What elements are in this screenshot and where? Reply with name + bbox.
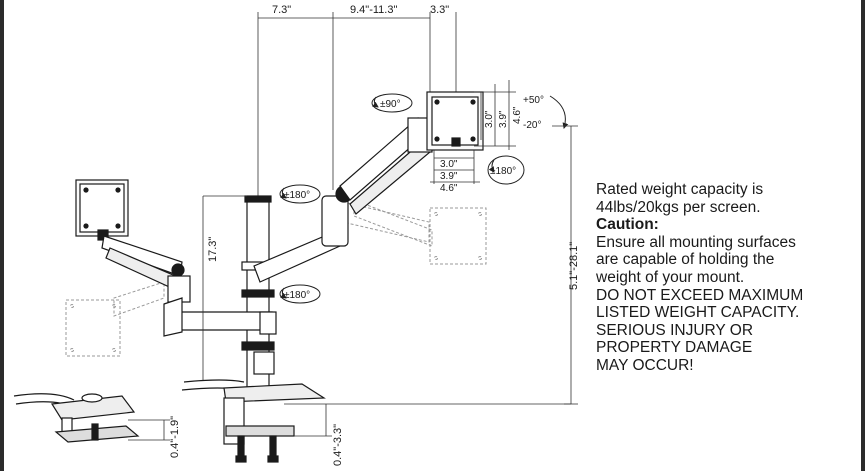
dim-pole-height: 17.3" (207, 237, 219, 262)
dim-vesa-h-b: 3.9" (440, 171, 458, 182)
svg-text:±90°: ±90° (380, 99, 401, 110)
tilt-arrow-icon (549, 95, 569, 129)
svg-text:±180°: ±180° (284, 190, 310, 201)
caution-line: PROPERTY DAMAGE (596, 339, 753, 357)
monitor-arm-diagram: 7.3" 9.4"-11.3" 3.3" (13, 4, 580, 466)
lower-arm (163, 297, 277, 337)
dim-vesa-h-a: 3.0" (440, 159, 458, 170)
rotation-callout-base: ±180° (279, 284, 321, 304)
rotation-callout-arm: ±180° (279, 184, 321, 204)
dim-top-left: 7.3" (272, 4, 291, 16)
diagram-canvas: 7.3" 9.4"-11.3" 3.3" (4, 0, 861, 471)
center-pole (241, 195, 275, 393)
left-monitor-arm (75, 179, 191, 303)
dim-clamp-small: 0.4"-1.9" (169, 416, 181, 458)
caution-line: LISTED WEIGHT CAPACITY. (596, 304, 800, 322)
caution-line: Ensure all mounting surfaces (596, 233, 796, 251)
caution-text-block: Rated weight capacity is 44lbs/20kgs per… (596, 181, 858, 375)
small-clamp (13, 393, 140, 443)
caution-line: 44lbs/20kgs per screen. (596, 198, 761, 216)
right-monitor-plate (426, 91, 484, 151)
main-clamp (181, 379, 326, 463)
rotate-arrow-icon (488, 159, 495, 173)
rotation-callout-right: ±180° (487, 155, 525, 185)
dim-vesa-v-a: 3.0" (484, 110, 495, 128)
dim-clamp-large: 0.4"-3.3" (332, 424, 344, 466)
svg-text:±180°: ±180° (284, 290, 310, 301)
vesa-vertical-dims (474, 80, 516, 150)
top-dimension-lines (257, 12, 457, 198)
dim-vesa-h-c: 4.6" (440, 183, 458, 194)
dim-top-right: 3.3" (430, 4, 449, 16)
dim-top-mid: 9.4"-11.3" (350, 4, 397, 16)
dim-tilt-down: -20° (523, 120, 541, 131)
rotate-arrow-icon (280, 287, 287, 299)
rotate-arrow-icon (280, 187, 287, 199)
svg-text:±180°: ±180° (490, 166, 516, 177)
ghost-arm-left (65, 281, 165, 357)
caution-line: weight of your mount. (596, 268, 745, 286)
caution-line: SERIOUS INJURY OR (596, 321, 754, 339)
dim-vesa-v-c: 4.6" (512, 106, 523, 124)
rotation-callout-top: ±90° (371, 93, 413, 113)
pole-height-dim (202, 195, 247, 380)
vesa-horizontal-dims (430, 150, 480, 184)
clamp-small-dim (128, 419, 170, 441)
caution-line: Rated weight capacity is (596, 181, 764, 198)
caution-line: DO NOT EXCEED MAXIMUM (596, 286, 804, 304)
caution-heading: Caution: (596, 216, 659, 234)
dim-total-height: 5.1"-28.1" (568, 242, 580, 290)
dim-vesa-v-b: 3.9" (498, 110, 509, 128)
clamp-large-dim (294, 404, 332, 437)
upper-arm (253, 117, 433, 283)
caution-line: MAY OCCUR! (596, 356, 694, 374)
rotate-arrow-icon (372, 96, 379, 108)
dim-tilt-up: +50° (523, 95, 544, 106)
caution-line: are capable of holding the (596, 251, 775, 269)
total-height-dim (284, 125, 578, 405)
